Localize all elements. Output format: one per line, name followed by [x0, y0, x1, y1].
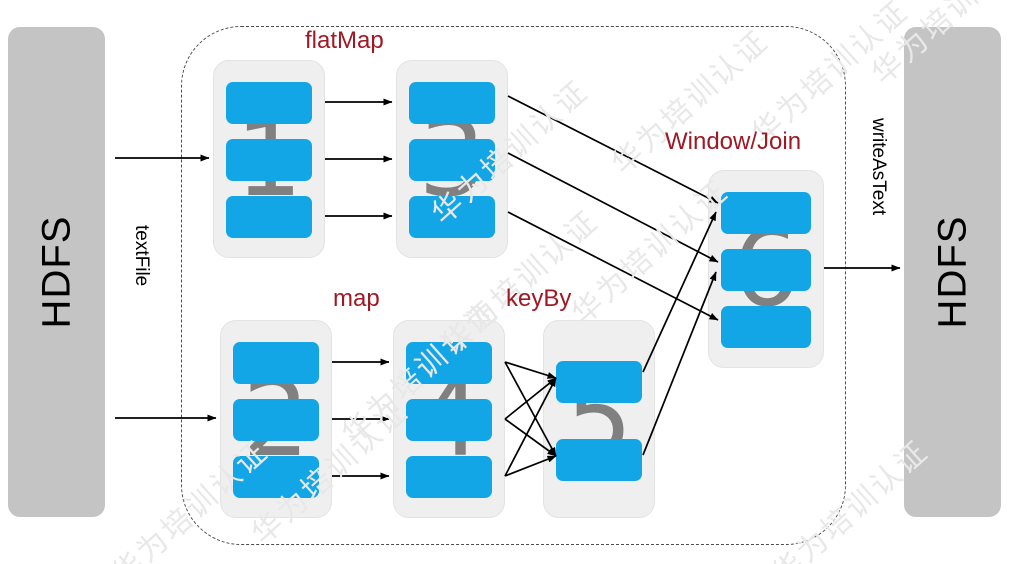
operator-group-3[interactable]: 3	[396, 60, 508, 258]
hdfs-source: HDFS	[8, 27, 105, 517]
hdfs-sink: HDFS	[904, 27, 1001, 517]
task-tile[interactable]	[226, 139, 312, 181]
edge-label-writeastext: writeAsText	[868, 118, 889, 216]
task-tile[interactable]	[226, 82, 312, 124]
task-tile[interactable]	[721, 306, 811, 348]
operator-label-window-join: Window/Join	[665, 128, 802, 155]
operator-group-1[interactable]: 1	[213, 60, 325, 258]
operator-group-4[interactable]: 4	[393, 320, 505, 518]
task-tile[interactable]	[409, 196, 495, 238]
hdfs-source-label: HDFS	[34, 215, 78, 329]
task-tile[interactable]	[233, 399, 319, 441]
task-tile[interactable]	[556, 439, 642, 481]
task-tile[interactable]	[233, 342, 319, 384]
task-tile[interactable]	[226, 196, 312, 238]
edge-label-textfile: textFile	[131, 225, 152, 287]
operator-group-2[interactable]: 2	[220, 320, 332, 518]
operator-label-keyby: keyBy	[506, 285, 572, 312]
task-tile[interactable]	[406, 342, 492, 384]
operator-label-flatmap: flatMap	[305, 27, 384, 54]
task-tile[interactable]	[721, 249, 811, 291]
task-tile[interactable]	[721, 192, 811, 234]
task-tile[interactable]	[406, 456, 492, 498]
task-tile[interactable]	[409, 139, 495, 181]
hdfs-sink-label: HDFS	[930, 215, 974, 329]
operator-label-map: map	[333, 285, 380, 312]
cluster-boundary	[181, 26, 846, 545]
operator-group-5[interactable]: 5	[543, 320, 655, 518]
operator-group-6[interactable]: 6	[708, 170, 824, 368]
task-tile[interactable]	[556, 361, 642, 403]
task-tile[interactable]	[409, 82, 495, 124]
task-tile[interactable]	[406, 399, 492, 441]
task-tile[interactable]	[233, 456, 319, 498]
